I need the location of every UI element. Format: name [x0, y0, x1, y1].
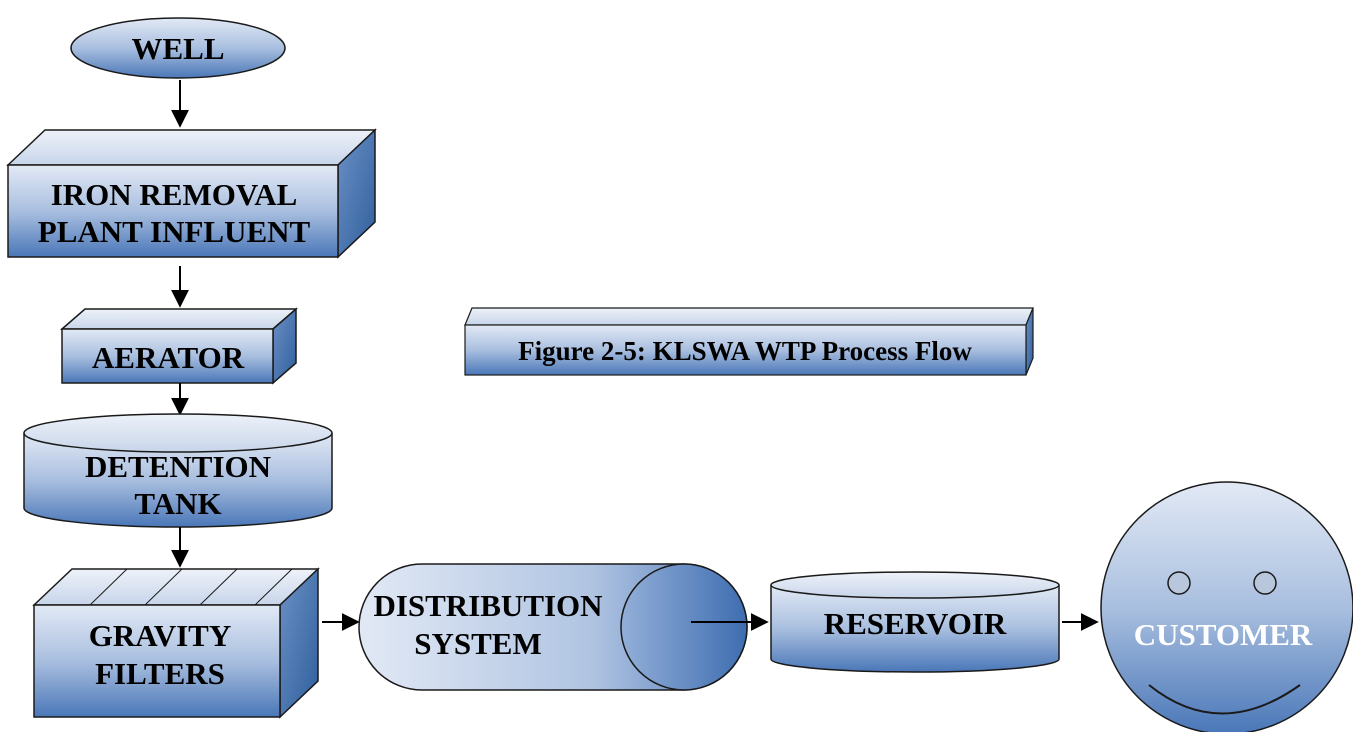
right-eye-icon: [1253, 571, 1277, 595]
reservoir-node: RESERVOIR: [770, 571, 1060, 673]
gravity-filters-label-line-2: FILTERS: [95, 656, 225, 691]
reservoir-label: RESERVOIR: [824, 606, 1007, 641]
gravity-filters-node: GRAVITY FILTERS: [32, 567, 320, 719]
left-eye-icon: [1167, 571, 1191, 595]
iron-removal-label-line-1: IRON REMOVAL: [51, 177, 298, 212]
smile-icon: [1148, 684, 1301, 715]
well-node: WELL: [70, 17, 286, 79]
iron-removal-label-line-2: PLANT INFLUENT: [38, 214, 311, 249]
detention-tank-label-line-1: DETENTION: [85, 449, 271, 484]
aerator-node: AERATOR: [59, 307, 299, 385]
detention-tank-label-line-2: TANK: [134, 486, 221, 521]
iron-removal-node: IRON REMOVAL PLANT INFLUENT: [6, 128, 377, 259]
distribution-system-label-line-1: DISTRIBUTION: [373, 588, 602, 623]
aerator-label: AERATOR: [92, 340, 245, 375]
customer-label: CUSTOMER: [1134, 617, 1313, 652]
distribution-system-label-line-2: SYSTEM: [414, 626, 541, 661]
distribution-system-node: DISTRIBUTION SYSTEM: [358, 563, 748, 691]
detention-tank-node: DETENTION TANK: [23, 413, 333, 528]
well-label: WELL: [131, 31, 224, 66]
gravity-filters-label-line-1: GRAVITY: [89, 618, 231, 653]
customer-node: CUSTOMER: [1100, 481, 1353, 732]
figure-caption: Figure 2-5: KLSWA WTP Process Flow: [518, 336, 972, 366]
figure-caption-box: Figure 2-5: KLSWA WTP Process Flow: [464, 307, 1034, 376]
